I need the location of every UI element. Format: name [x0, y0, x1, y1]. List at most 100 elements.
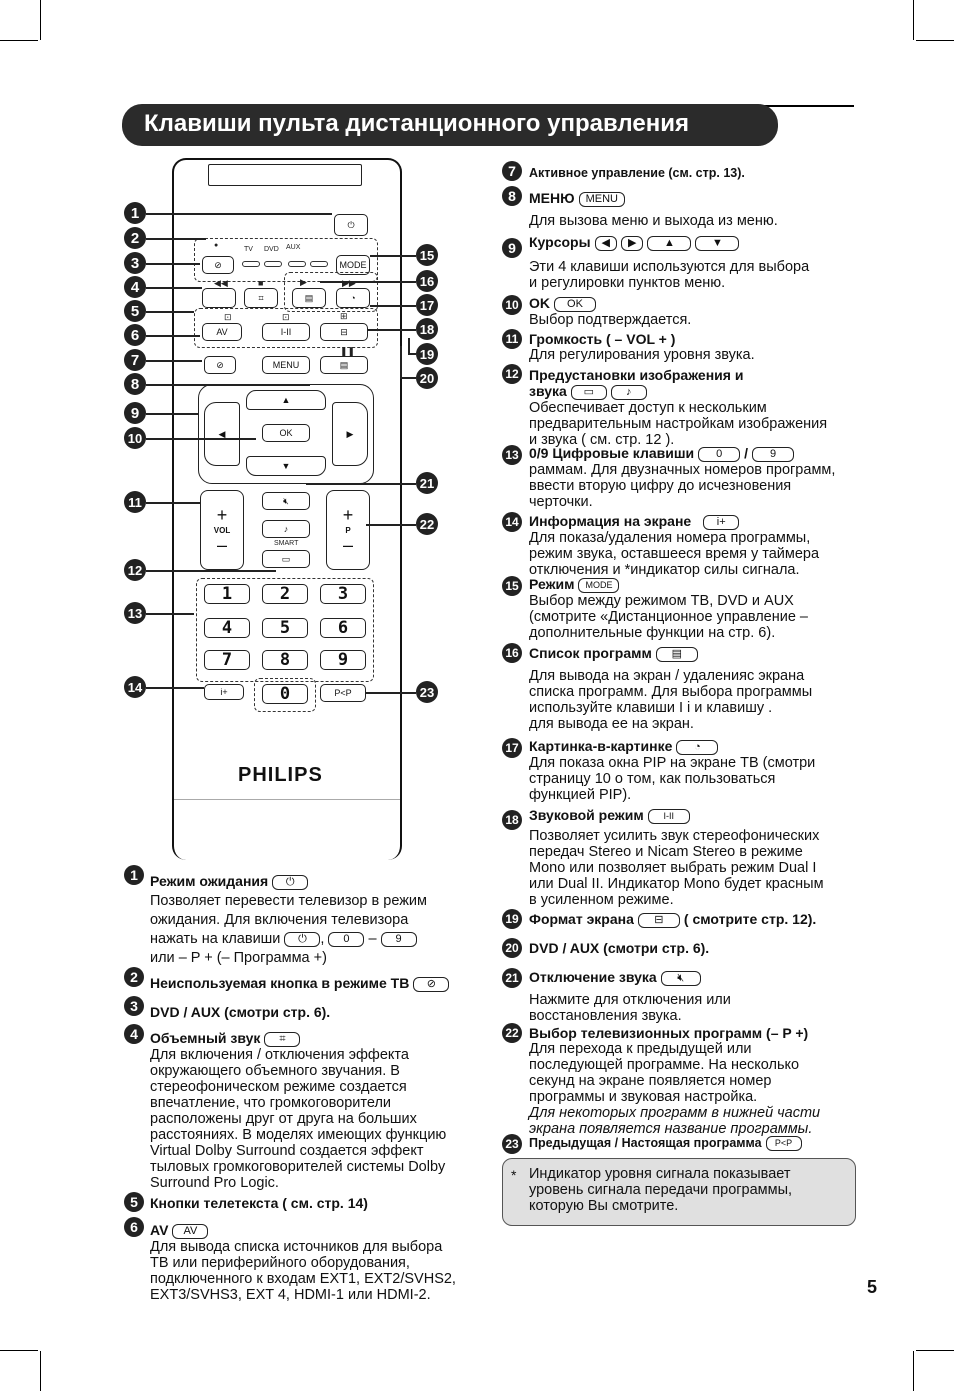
callout-13: 13 — [124, 602, 146, 624]
volume-up-icon: + — [216, 504, 228, 525]
leader-line — [306, 483, 416, 485]
entry-title: Картинка-в-картинке — [529, 738, 673, 754]
entry-line: страницу 10 о том, как пользоваться — [529, 771, 776, 787]
entry-title: МЕНЮ — [529, 190, 575, 206]
entry-line: передач Stereo и Nicam Stereo в режиме — [529, 844, 803, 860]
note-line: которую Вы смотрите. — [529, 1198, 679, 1214]
entry-line: Выбор подтверждается. — [529, 312, 692, 328]
callout-6: 6 — [124, 324, 146, 346]
program-up-icon: + — [342, 504, 354, 525]
leader-line — [400, 346, 402, 378]
entry-surround: Объемный звук⌗ Для включения / отключени… — [150, 1030, 480, 1191]
play-icon: ▶ — [300, 277, 307, 287]
cursor-down-icon: ▼ — [695, 235, 740, 251]
item-badge: 8 — [502, 186, 522, 206]
leader-line — [146, 238, 206, 240]
entry-line: предварительным настройкам изображения — [529, 416, 828, 432]
mode-key: MODE — [336, 255, 370, 275]
entry-title: Формат экрана — [529, 911, 634, 927]
volume-label: VOL — [213, 525, 231, 535]
format-key-icon: ⊟ — [637, 912, 680, 928]
entry-cursors: Курсоры◀▶▲▼ Эти 4 клавиши используются д… — [529, 234, 859, 291]
item-badge: 10 — [502, 295, 522, 315]
entry-line-italic: экрана появляется название программы. — [529, 1121, 813, 1137]
leader-line — [146, 213, 332, 215]
item-badge: 11 — [502, 329, 522, 349]
callout-23: 23 — [416, 681, 438, 703]
digit-9: 9 — [320, 650, 366, 670]
clock-key-icon: ⊘ — [413, 976, 450, 992]
entry-line: режим звука, оставшееся время у таймера — [529, 546, 820, 562]
entry-title: Отключение звука — [529, 969, 657, 985]
item-badge: 22 — [502, 1023, 522, 1043]
entry-title: Предустановки изображения и — [529, 367, 744, 383]
menu-key-icon: MENU — [578, 191, 625, 207]
callout-4: 4 — [124, 276, 146, 298]
unused-key: ⊘ — [202, 256, 234, 274]
entry-line: Virtual Dolby Surround создается эффект — [150, 1143, 424, 1159]
entry-line: или Dual II. Индикатор Mono будет красны… — [529, 876, 824, 892]
zero-group-box — [254, 678, 316, 712]
digit-4: 4 — [204, 618, 250, 638]
entry-line-italic: Для некоторых программ в нижней части — [529, 1105, 821, 1121]
separator: / — [744, 445, 749, 461]
entry-line: Обеспечивает доступ к нескольким — [529, 400, 767, 416]
entry-title: Кнопки телетекста ( см. стр. 14) — [150, 1195, 368, 1211]
entry-title: Выбор телевизионных программ (– P +) — [529, 1025, 809, 1041]
program-label: P — [345, 525, 351, 535]
callout-8: 8 — [124, 373, 146, 395]
pip-key-icon: ◔ — [676, 739, 719, 755]
entry-line: Для вызова меню и выхода из меню. — [529, 213, 778, 229]
leader-line — [400, 377, 416, 379]
leader-line — [320, 281, 416, 283]
callout-11: 11 — [124, 491, 146, 513]
entry-title: Предыдущая / Настоящая программа — [529, 1136, 762, 1150]
record-dot: ● — [214, 242, 219, 249]
entry-title: DVD / AUX (смотри стр. 6). — [150, 1004, 331, 1020]
entry-title: AV — [150, 1222, 169, 1238]
item-badge: 14 — [502, 512, 522, 532]
entry-line: Для регулирования уровня звука. — [529, 347, 755, 363]
title-rule — [760, 105, 854, 107]
leader-line — [146, 570, 276, 572]
entry-line: списка программ. Для выбора программы — [529, 684, 813, 700]
entry-mute: Отключение звука🔇︎ Нажмите для отключени… — [529, 969, 859, 1024]
entry-line: впечатление, что громкоговорители — [150, 1095, 392, 1111]
entry-title: Объемный звук — [150, 1030, 261, 1046]
entry-line: подключенного к входам EXT1, EXT2/SVHS2, — [150, 1271, 456, 1287]
power-key-icon: ⏻ — [284, 931, 321, 947]
entry-title: 0/9 Цифровые клавиши — [529, 445, 695, 461]
entry-line: для вывода ее на экран. — [529, 716, 694, 732]
format-icon: ⊟ — [340, 326, 348, 337]
list-icon: ▤ — [339, 359, 349, 370]
leader-line — [146, 311, 194, 313]
entry-line: и регулировки пунктов меню. — [529, 275, 726, 291]
note-text: Индикатор уровня сигнала показывает уров… — [529, 1166, 849, 1214]
entry-volume: Громкость ( – VOL + ) Для регулирования … — [529, 331, 859, 363]
page-title: Клавиши пульта дистанционного управления — [144, 110, 689, 137]
entry-line: Для вывода списка источников для выбора — [150, 1239, 443, 1255]
leader-line — [370, 305, 416, 307]
mute-key: 🔇︎ — [262, 492, 310, 510]
cursor-up: ▲ — [246, 390, 326, 410]
pip-icon: ◔ — [350, 293, 356, 303]
leader-line — [146, 287, 202, 289]
item-badge: 20 — [502, 938, 522, 958]
entry-line: программы и звуковая настройка. — [529, 1089, 758, 1105]
mute-key-icon: 🔇︎ — [660, 970, 701, 986]
callout-2: 2 — [124, 227, 146, 249]
leader-line — [146, 687, 204, 689]
callout-17: 17 — [416, 294, 438, 316]
item-badge: 18 — [502, 810, 522, 830]
led-tv — [242, 261, 260, 267]
info-key-icon: i+ — [703, 514, 740, 530]
power-key-icon: ⏻ — [272, 874, 309, 890]
entry-title: Режим ожидания — [150, 873, 269, 889]
list-icon: ▤ — [304, 292, 314, 303]
leader-line — [146, 384, 310, 386]
remote-control-illustration: ⏻ ● TV DVD AUX ⊘ MODE ◀◀ ■ ▶ ▶▶ ⌗ ▤ ◔ ⊡ … — [172, 158, 402, 860]
crop-mark — [916, 1350, 954, 1351]
